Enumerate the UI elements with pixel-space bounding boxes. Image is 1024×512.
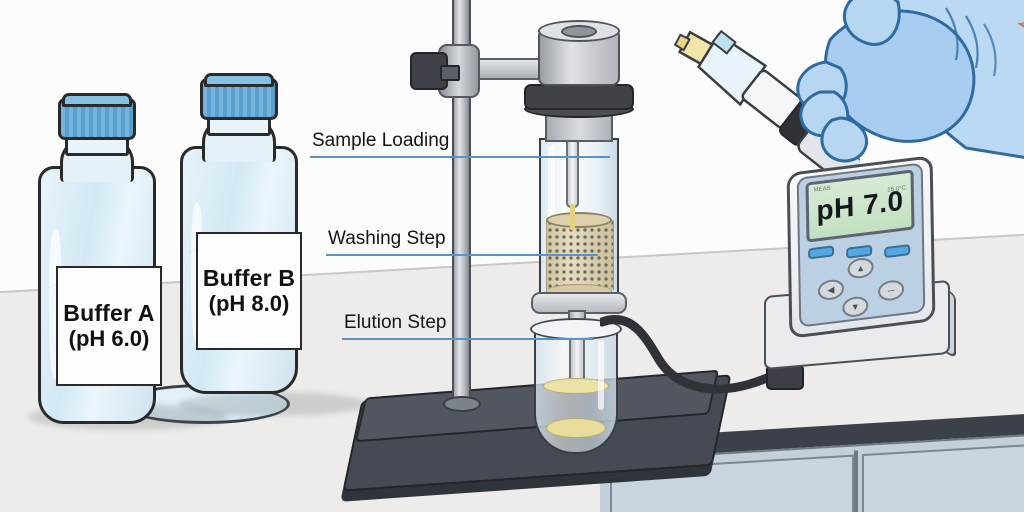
column-head-port: [561, 25, 597, 38]
column-inlet-tube: [566, 140, 579, 208]
annotation-elution-step: Elution Step: [342, 312, 594, 340]
sample-droplet-stream: [570, 204, 575, 230]
buffer-bottle-b: Buffer B (pH 8.0): [180, 73, 310, 408]
bottle-b-shadow: [178, 392, 368, 416]
column-highlight: [548, 146, 555, 276]
collection-tube-highlight: [598, 340, 604, 410]
gloved-hand: [796, 0, 1024, 163]
bottle-a-label-name: Buffer A: [63, 300, 155, 327]
arrow-up-icon[interactable]: ▲: [847, 256, 874, 280]
clamp-tightening-knob: [410, 52, 460, 90]
eluate-collected: [546, 418, 606, 438]
annotation-sample-loading-leader: [310, 156, 610, 158]
bottle-a-cap-top: [62, 93, 132, 107]
arrow-down-icon[interactable]: ▼: [842, 295, 869, 319]
arrow-left-icon[interactable]: ◀: [817, 278, 845, 302]
annotation-washing-step: Washing Step: [326, 228, 598, 256]
bottle-a-label-ph: (pH 6.0): [68, 325, 150, 351]
bottle-a-label: Buffer A (pH 6.0): [56, 266, 162, 386]
annotation-sample-loading: Sample Loading: [310, 130, 610, 158]
annotation-washing-step-leader: [326, 254, 598, 256]
resin-bed-surface: [546, 212, 612, 228]
ph-meter: MEAS 25.0°C pH 7.0 ▲ ◀ ─ ▼: [762, 155, 958, 378]
lcd-mode-indicator: MEAS: [813, 185, 831, 194]
annotation-elution-step-label: Elution Step: [344, 312, 447, 333]
bottle-b-label-name: Buffer B: [202, 265, 296, 292]
buffer-bottle-a: Buffer A (pH 6.0): [38, 93, 168, 432]
annotation-washing-step-label: Washing Step: [328, 228, 446, 249]
bottle-b-cap-top: [204, 73, 274, 87]
annotation-sample-loading-label: Sample Loading: [312, 130, 450, 151]
cabinet-door-gap: [854, 450, 858, 512]
bottle-b-label-ph: (pH 8.0): [208, 290, 290, 316]
eluate-upper-meniscus: [543, 378, 609, 394]
cabinet-door-right: [862, 439, 1024, 512]
support-rod: [452, 0, 471, 404]
annotation-elution-step-leader: [342, 338, 594, 340]
minus-icon[interactable]: ─: [877, 278, 905, 303]
bottle-b-label: Buffer B (pH 8.0): [196, 232, 302, 350]
rod-base-collar: [443, 396, 481, 412]
